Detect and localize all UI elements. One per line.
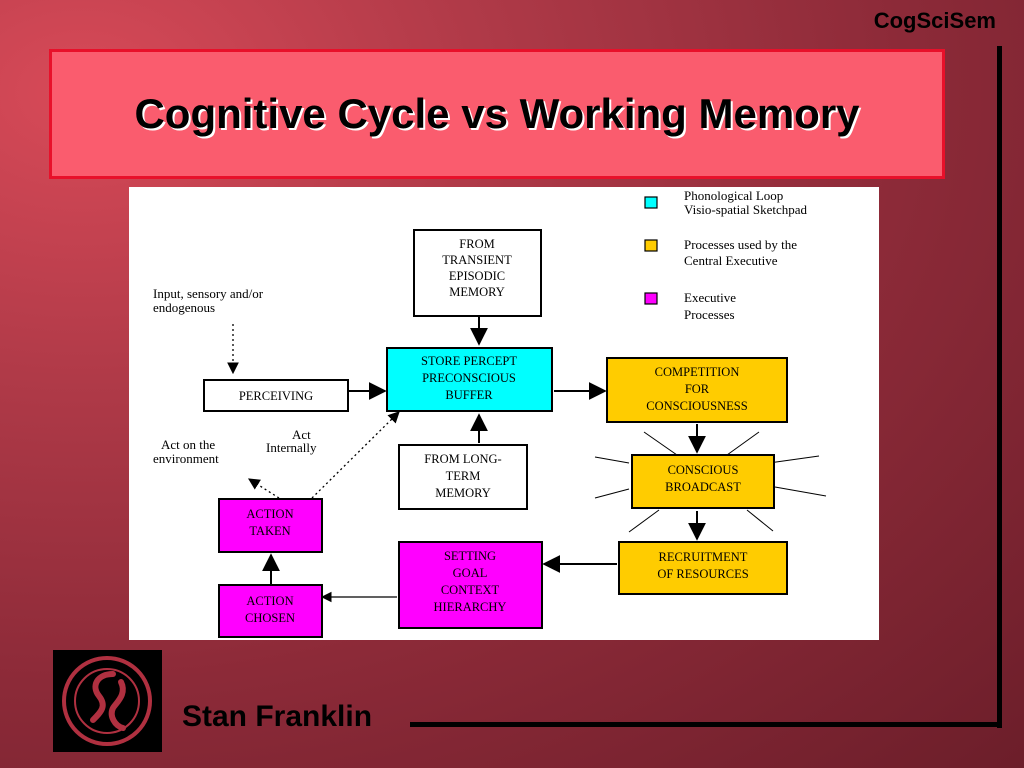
annotation-act-env-2: environment bbox=[153, 451, 219, 466]
svg-text:HIERARCHY: HIERARCHY bbox=[434, 600, 507, 614]
svg-text:TRANSIENT: TRANSIENT bbox=[442, 253, 512, 267]
legend-label-2b: Central Executive bbox=[684, 253, 778, 268]
node-conscious-broadcast: CONSCIOUS BROADCAST bbox=[631, 454, 775, 509]
svg-text:CHOSEN: CHOSEN bbox=[245, 611, 295, 625]
legend-label-1a: Phonological Loop bbox=[684, 188, 783, 203]
author-name: Stan Franklin bbox=[182, 700, 373, 733]
svg-text:RECRUITMENT: RECRUITMENT bbox=[659, 550, 748, 564]
svg-text:PERCEIVING: PERCEIVING bbox=[239, 389, 313, 403]
legend-label-2a: Processes used by the bbox=[684, 237, 797, 252]
broadcast-rays bbox=[594, 431, 827, 533]
svg-text:TERM: TERM bbox=[446, 469, 481, 483]
svg-text:TAKEN: TAKEN bbox=[249, 524, 290, 538]
node-longterm: FROM LONG- TERM MEMORY bbox=[398, 444, 528, 510]
legend-swatch-cyan bbox=[644, 196, 658, 209]
slide-title: Cognitive Cycle vs Working Memory bbox=[134, 90, 860, 137]
svg-text:MEMORY: MEMORY bbox=[435, 486, 491, 500]
svg-text:COMPETITION: COMPETITION bbox=[655, 365, 740, 379]
svg-text:ACTION: ACTION bbox=[246, 507, 293, 521]
legend-swatch-gold bbox=[644, 239, 658, 252]
annotations: Input, sensory and/or endogenous Act on … bbox=[153, 286, 317, 466]
svg-text:PRECONSCIOUS: PRECONSCIOUS bbox=[422, 371, 516, 385]
svg-text:STORE PERCEPT: STORE PERCEPT bbox=[421, 354, 517, 368]
svg-text:FROM: FROM bbox=[459, 237, 494, 251]
svg-text:MEMORY: MEMORY bbox=[449, 285, 505, 299]
arrow-act-internally bbox=[311, 411, 400, 499]
diagram-arrows bbox=[227, 316, 706, 603]
svg-text:OF RESOURCES: OF RESOURCES bbox=[657, 567, 748, 581]
node-competition: COMPETITION FOR CONSCIOUSNESS bbox=[606, 357, 788, 423]
legend-label-1b: Visio-spatial Sketchpad bbox=[684, 202, 808, 217]
university-logo bbox=[53, 650, 162, 752]
annotation-act-env-1: Act on the bbox=[161, 437, 215, 452]
svg-text:ACTION: ACTION bbox=[246, 594, 293, 608]
frame-horizontal-line bbox=[410, 722, 1002, 727]
node-action-chosen: ACTION CHOSEN bbox=[218, 584, 323, 638]
node-store-percept: STORE PERCEPT PRECONSCIOUS BUFFER bbox=[386, 347, 553, 412]
node-action-taken: ACTION TAKEN bbox=[218, 498, 323, 553]
annotation-input-1: Input, sensory and/or bbox=[153, 286, 264, 301]
diagram-canvas: Phonological Loop Visio-spatial Sketchpa… bbox=[153, 188, 827, 638]
svg-text:SETTING: SETTING bbox=[444, 549, 496, 563]
legend-label-3b: Processes bbox=[684, 307, 735, 322]
node-setting-goal: SETTING GOAL CONTEXT HIERARCHY bbox=[398, 541, 543, 629]
frame-vertical-line bbox=[997, 46, 1002, 728]
annotation-input-2: endogenous bbox=[153, 300, 215, 315]
annotation-act-int-1: Act bbox=[292, 427, 311, 442]
svg-text:CONTEXT: CONTEXT bbox=[441, 583, 500, 597]
node-recruitment: RECRUITMENT OF RESOURCES bbox=[618, 541, 788, 595]
legend-label-3a: Executive bbox=[684, 290, 736, 305]
node-perceiving: PERCEIVING bbox=[203, 379, 349, 412]
annotation-act-int-2: Internally bbox=[266, 440, 317, 455]
title-box: Cognitive Cycle vs Working Memory bbox=[49, 49, 945, 179]
legend-swatch-magenta bbox=[644, 292, 658, 305]
svg-text:CONSCIOUS: CONSCIOUS bbox=[668, 463, 739, 477]
svg-text:CONSCIOUSNESS: CONSCIOUSNESS bbox=[646, 399, 747, 413]
brand-label: CogSciSem bbox=[873, 8, 996, 33]
svg-text:BROADCAST: BROADCAST bbox=[665, 480, 741, 494]
legend: Phonological Loop Visio-spatial Sketchpa… bbox=[644, 188, 808, 322]
svg-text:FROM LONG-: FROM LONG- bbox=[424, 452, 501, 466]
svg-text:FOR: FOR bbox=[685, 382, 710, 396]
svg-text:GOAL: GOAL bbox=[453, 566, 488, 580]
node-transient: FROM TRANSIENT EPISODIC MEMORY bbox=[413, 229, 542, 317]
cognitive-cycle-diagram: Phonological Loop Visio-spatial Sketchpa… bbox=[129, 187, 879, 640]
svg-text:BUFFER: BUFFER bbox=[445, 388, 493, 402]
arrow-act-environment bbox=[248, 478, 280, 499]
svg-text:EPISODIC: EPISODIC bbox=[449, 269, 505, 283]
